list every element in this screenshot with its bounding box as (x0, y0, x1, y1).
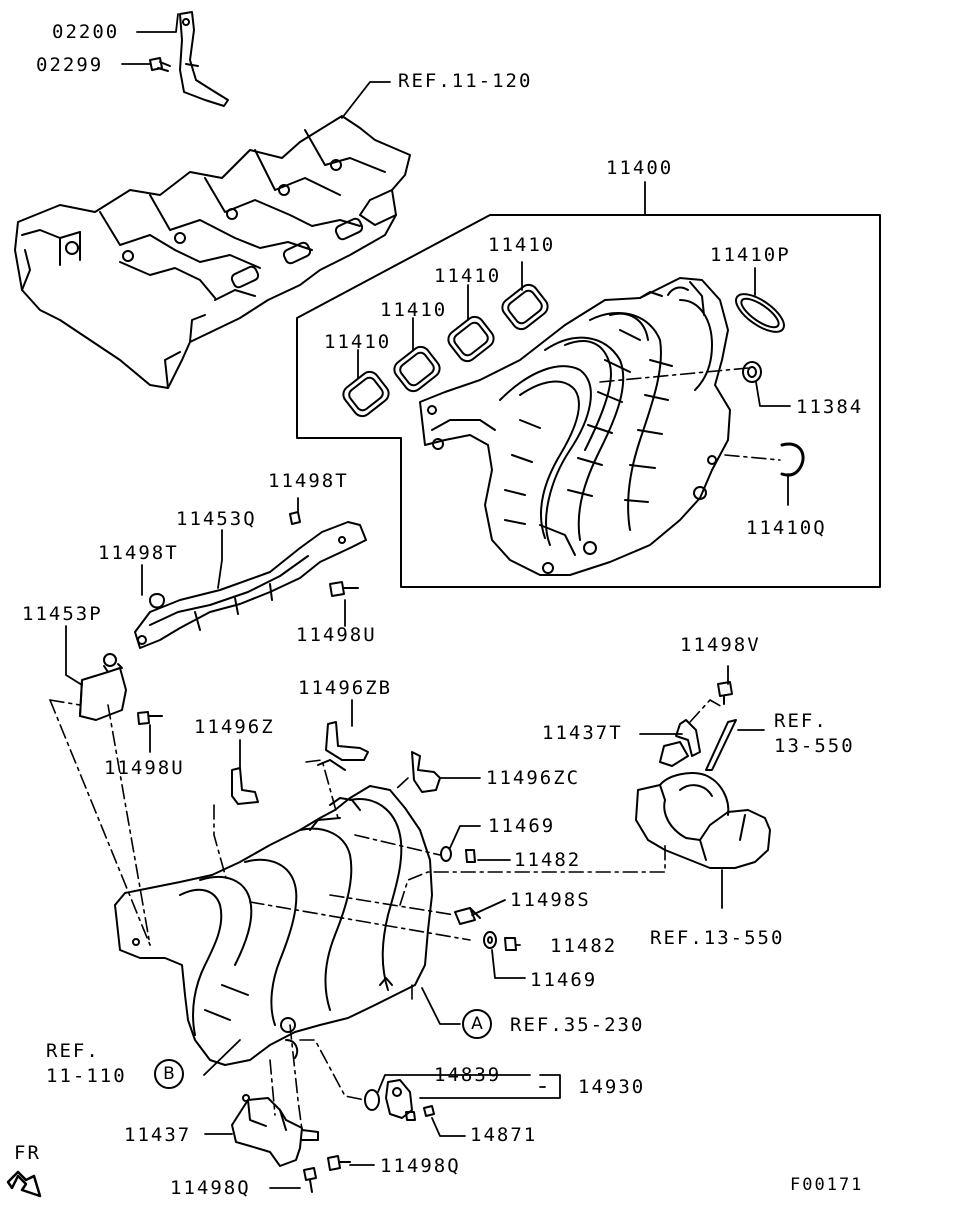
part-label-11469-a[interactable]: 11469 (488, 815, 556, 837)
oring-11410p (735, 293, 785, 333)
part-label-14930[interactable]: 14930 (578, 1076, 646, 1098)
part-label-11410q[interactable]: 11410Q (746, 517, 827, 539)
heat-shield-11453q (134, 521, 367, 649)
part-label-11498t-b[interactable]: 11498T (98, 542, 179, 564)
part-label-11498t-a[interactable]: 11498T (268, 470, 349, 492)
reference-label-13-550-line2[interactable]: 13-550 (774, 735, 855, 757)
bolts-upper (137, 511, 359, 725)
bracket-11437 (231, 1094, 319, 1167)
part-label-11437[interactable]: 11437 (124, 1124, 192, 1146)
part-label-11498q-a[interactable]: 11498Q (380, 1155, 461, 1177)
part-label-11453p[interactable]: 11453P (22, 603, 103, 625)
part-label-11410-a[interactable]: 11410 (488, 234, 556, 256)
part-label-11410-d[interactable]: 11410 (324, 331, 392, 353)
circle-marker-b[interactable]: B (154, 1059, 184, 1089)
part-label-11496z[interactable]: 11496Z (194, 716, 275, 738)
leader-lines (65, 13, 791, 1189)
reference-label-11-120[interactable]: REF.11-120 (398, 70, 533, 92)
part-label-11482-a[interactable]: 11482 (514, 849, 582, 871)
part-label-14839[interactable]: 14839 (434, 1064, 502, 1086)
reference-label-11-110-line2[interactable]: 11-110 (46, 1065, 127, 1087)
part-label-11410-b[interactable]: 11410 (434, 265, 502, 287)
part-label-11496zb[interactable]: 11496ZB (298, 677, 393, 699)
intake-manifold-upper (419, 277, 731, 576)
reference-label-13-550-bottom[interactable]: REF.13-550 (650, 927, 785, 949)
gasket-set (342, 283, 549, 418)
reference-label-11-110-line1[interactable]: REF. (46, 1040, 100, 1062)
manifold-group-box (296, 214, 881, 588)
part-label-11482-b[interactable]: 11482 (550, 935, 618, 957)
part-label-11453q[interactable]: 11453Q (176, 508, 257, 530)
part-label-11469-b[interactable]: 11469 (530, 969, 598, 991)
direction-label-fr: FR (14, 1142, 41, 1164)
circle-marker-a[interactable]: A (462, 1009, 492, 1039)
part-label-11410-c[interactable]: 11410 (380, 299, 448, 321)
bracket-02200 (179, 11, 229, 107)
bolts-11498q (303, 1155, 351, 1193)
figure-code: F00171 (790, 1175, 864, 1195)
part-label-14871[interactable]: 14871 (470, 1124, 538, 1146)
part-label-11498u-b[interactable]: 11498U (104, 757, 185, 779)
fasteners-middle (440, 846, 517, 951)
throttle-body (635, 772, 771, 869)
part-label-02299[interactable]: 02299 (36, 54, 104, 76)
reference-label-13-550-line1[interactable]: REF. (774, 710, 828, 732)
part-label-11496zc[interactable]: 11496ZC (486, 767, 581, 789)
washer-11384 (742, 361, 762, 383)
bolt-02299 (149, 57, 171, 72)
bracket-11453p (79, 653, 127, 721)
part-label-02200[interactable]: 02200 (52, 21, 120, 43)
intake-manifold-lower (114, 759, 433, 1066)
part-label-11498q-b[interactable]: 11498Q (170, 1177, 251, 1199)
cylinder-head (14, 115, 411, 389)
reference-label-35-230[interactable]: REF.35-230 (510, 1014, 645, 1036)
part-label-11498v[interactable]: 11498V (680, 634, 761, 656)
part-label-11498s[interactable]: 11498S (510, 889, 591, 911)
part-label-11384[interactable]: 11384 (796, 396, 864, 418)
front-arrow-icon (6, 1170, 42, 1198)
part-label-11437t[interactable]: 11437T (542, 722, 623, 744)
part-label-11498u-a[interactable]: 11498U (296, 624, 377, 646)
part-label-11410p[interactable]: 11410P (710, 244, 791, 266)
sensor-assembly (364, 1079, 435, 1121)
bracket-11437t (659, 681, 737, 771)
connection-lines (49, 367, 781, 1131)
ring-11410q (780, 442, 805, 477)
part-label-11400[interactable]: 11400 (606, 157, 674, 179)
